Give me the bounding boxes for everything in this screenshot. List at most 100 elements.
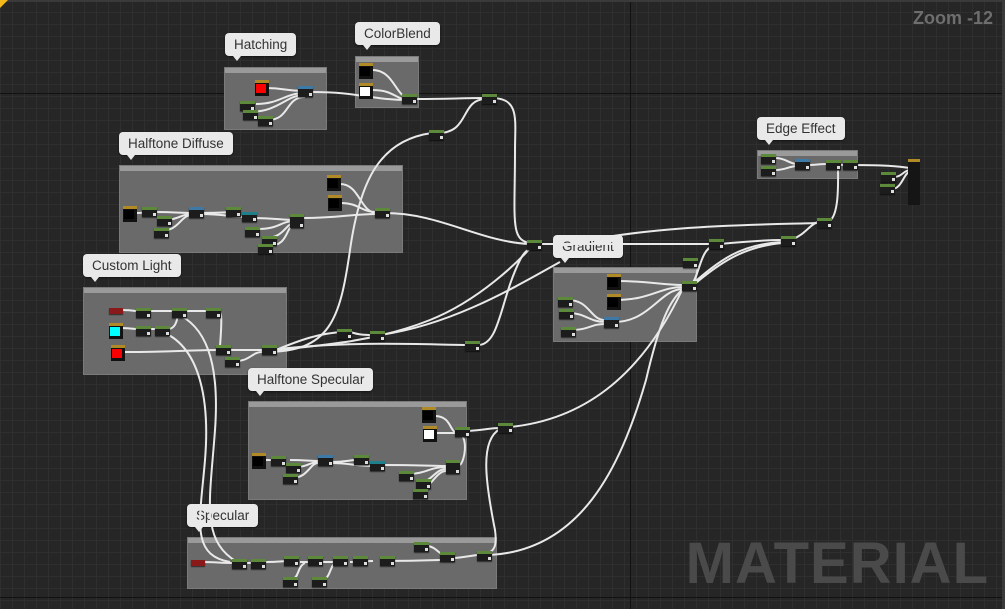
scalar-node[interactable] xyxy=(206,308,221,318)
multiply-node[interactable] xyxy=(290,214,304,228)
scalar-node[interactable] xyxy=(155,326,170,336)
scalar-node[interactable] xyxy=(683,258,698,268)
scalar-node[interactable] xyxy=(308,556,323,566)
scalar-node[interactable] xyxy=(558,297,573,307)
color-param-node[interactable] xyxy=(327,175,341,191)
scalar-node[interactable] xyxy=(243,110,258,120)
texture-node[interactable] xyxy=(252,453,266,469)
lerp-node[interactable] xyxy=(682,281,697,291)
vector-param-node[interactable] xyxy=(191,560,205,566)
reroute-node[interactable] xyxy=(498,423,513,433)
comment-title-edge-effect[interactable]: Edge Effect xyxy=(757,117,845,145)
scalar-node[interactable] xyxy=(240,101,255,111)
texture-node[interactable] xyxy=(123,206,137,222)
scalar-node[interactable] xyxy=(283,577,298,587)
lerp-node[interactable] xyxy=(402,94,417,104)
reroute-node[interactable] xyxy=(781,236,796,246)
color-param-node[interactable] xyxy=(328,195,342,211)
reroute-node[interactable] xyxy=(482,94,497,104)
scalar-node[interactable] xyxy=(284,556,299,566)
scalar-node[interactable] xyxy=(225,357,240,367)
scalar-node[interactable] xyxy=(761,166,776,176)
reroute-node[interactable] xyxy=(370,331,385,341)
scalar-node[interactable] xyxy=(413,489,428,499)
color-param-node[interactable] xyxy=(109,323,123,339)
scalar-node[interactable] xyxy=(262,236,277,246)
black-swatch xyxy=(329,199,339,208)
multiply-node[interactable] xyxy=(216,345,231,355)
scalar-node[interactable] xyxy=(826,160,841,170)
vector-param-node[interactable] xyxy=(109,308,123,314)
scalar-node[interactable] xyxy=(333,556,348,566)
reroute-node[interactable] xyxy=(527,240,542,250)
color-param-node[interactable] xyxy=(423,426,437,442)
add-node[interactable] xyxy=(262,345,277,355)
scalar-node[interactable] xyxy=(142,207,157,217)
comment-title-specular[interactable]: Specular xyxy=(187,504,259,532)
scalar-node[interactable] xyxy=(245,227,260,237)
material-expression-node[interactable] xyxy=(604,317,619,328)
scalar-node[interactable] xyxy=(881,172,896,182)
scalar-node[interactable] xyxy=(416,479,431,489)
lerp-node[interactable] xyxy=(455,427,470,437)
color-param-node[interactable] xyxy=(255,80,269,96)
scalar-node[interactable] xyxy=(157,216,172,226)
scalar-node[interactable] xyxy=(258,244,273,254)
scalar-node[interactable] xyxy=(880,184,895,194)
comment-title-gradient[interactable]: Gradient xyxy=(553,235,623,263)
scalar-node[interactable] xyxy=(283,474,298,484)
graph-right-border xyxy=(1002,0,1005,609)
material-expression-node[interactable] xyxy=(370,461,385,471)
reroute-node[interactable] xyxy=(429,130,444,140)
comment-title-halftone-specular[interactable]: Halftone Specular xyxy=(248,368,374,396)
color-param-node[interactable] xyxy=(111,345,125,361)
multiply-node[interactable] xyxy=(843,160,858,170)
material-expression-node[interactable] xyxy=(189,207,204,218)
scalar-node[interactable] xyxy=(232,559,247,569)
reroute-node[interactable] xyxy=(465,341,480,351)
scalar-node[interactable] xyxy=(354,455,369,465)
scalar-node[interactable] xyxy=(559,309,574,319)
scalar-node[interactable] xyxy=(399,471,414,481)
comment-title-custom-light[interactable]: Custom Light xyxy=(83,254,181,282)
color-param-node[interactable] xyxy=(359,63,373,79)
scalar-node[interactable] xyxy=(286,463,301,473)
color-param-node[interactable] xyxy=(607,294,621,310)
lerp-node[interactable] xyxy=(375,208,390,218)
material-result-node[interactable] xyxy=(908,159,920,205)
scalar-node[interactable] xyxy=(353,556,368,566)
scalar-node[interactable] xyxy=(561,327,576,337)
color-param-node[interactable] xyxy=(422,407,436,423)
wire xyxy=(477,246,536,346)
scalar-node[interactable] xyxy=(761,154,776,164)
scalar-node[interactable] xyxy=(258,116,273,126)
scalar-node[interactable] xyxy=(172,308,187,318)
comment-box-halftone-diffuse[interactable] xyxy=(119,165,403,253)
scalar-node[interactable] xyxy=(154,228,169,238)
scalar-node[interactable] xyxy=(251,559,266,569)
scalar-node[interactable] xyxy=(271,456,286,466)
scalar-node[interactable] xyxy=(226,207,241,217)
multiply-node[interactable] xyxy=(440,552,455,562)
scalar-node[interactable] xyxy=(380,556,395,566)
comment-title-hatching[interactable]: Hatching xyxy=(225,33,297,61)
comment-box-hatching[interactable] xyxy=(224,67,327,130)
scalar-node[interactable] xyxy=(136,326,151,336)
reroute-node[interactable] xyxy=(709,239,724,249)
material-expression-node[interactable] xyxy=(242,212,257,222)
material-expression-node[interactable] xyxy=(298,86,313,97)
comment-title-colorblend[interactable]: ColorBlend xyxy=(355,22,440,50)
scalar-node[interactable] xyxy=(414,542,429,552)
scalar-node[interactable] xyxy=(136,308,151,318)
multiply-node[interactable] xyxy=(446,460,460,474)
reroute-node[interactable] xyxy=(337,329,352,339)
color-param-node[interactable] xyxy=(359,83,373,99)
comment-title-halftone-diffuse[interactable]: Halftone Diffuse xyxy=(119,132,233,160)
scalar-node[interactable] xyxy=(312,577,327,587)
material-expression-node[interactable] xyxy=(318,455,333,466)
color-param-node[interactable] xyxy=(607,274,621,290)
reroute-node[interactable] xyxy=(477,551,492,561)
add-node[interactable] xyxy=(817,218,832,228)
material-expression-node[interactable] xyxy=(795,159,810,170)
